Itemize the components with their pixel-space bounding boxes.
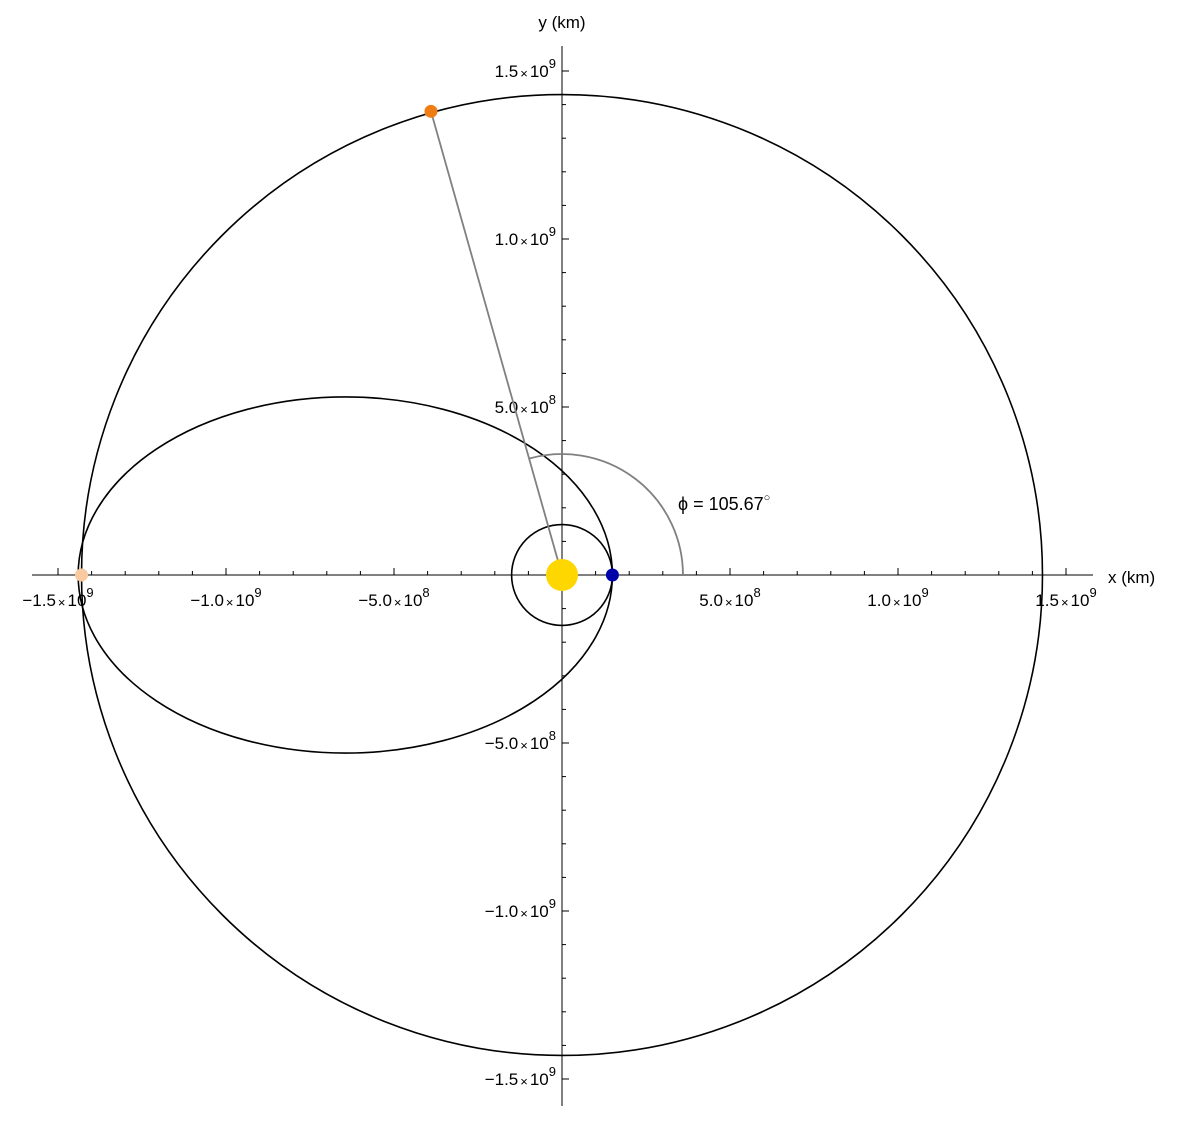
phase-angle-arc: [529, 453, 684, 576]
tick-times-sign: ×: [58, 595, 66, 610]
outer-planet: [424, 104, 438, 118]
tick-exponent: 8: [549, 392, 556, 407]
phase-radius-line: [430, 111, 563, 576]
tick-mantissa: 1.0: [867, 591, 891, 610]
tick-mantissa: −1.0: [190, 591, 224, 610]
tick-times-sign: ×: [725, 595, 733, 610]
phase-angle-label: ϕ = 105.67○: [678, 492, 770, 514]
tick-mantissa: 1.5: [1035, 591, 1059, 610]
tick-times-sign: ×: [520, 234, 528, 249]
tick-exponent: 8: [549, 728, 556, 743]
tick-times-sign: ×: [1061, 595, 1069, 610]
tick-exponent: 9: [86, 585, 93, 600]
tick-base: 10: [530, 398, 549, 417]
tick-mantissa: 5.0: [699, 591, 723, 610]
tick-exponent: 9: [1089, 585, 1096, 600]
tick-exponent: 9: [254, 585, 261, 600]
tick-mantissa: 1.5: [495, 62, 519, 81]
tick-base: 10: [68, 591, 87, 610]
phase-angle-degree-symbol: ○: [764, 492, 771, 504]
tick-base: 10: [530, 1070, 549, 1089]
tick-exponent: 9: [549, 1064, 556, 1079]
tick-mantissa: −1.5: [22, 591, 56, 610]
bodies-group: [75, 104, 619, 591]
tick-base: 10: [903, 591, 922, 610]
tick-mantissa: −5.0: [485, 734, 519, 753]
x-tick-label: 1.5×109: [1035, 585, 1096, 610]
tick-exponent: 8: [753, 585, 760, 600]
tick-base: 10: [530, 62, 549, 81]
tick-base: 10: [236, 591, 255, 610]
tick-times-sign: ×: [520, 1074, 528, 1089]
y-tick-label: 5.0×108: [495, 392, 556, 417]
tick-mantissa: −1.0: [485, 902, 519, 921]
tick-base: 10: [530, 902, 549, 921]
tick-exponent: 9: [549, 224, 556, 239]
y-tick-label: −5.0×108: [485, 728, 556, 753]
inner-planet: [605, 568, 619, 582]
x-tick-label: 1.0×109: [867, 585, 928, 610]
tick-exponent: 9: [549, 56, 556, 71]
tick-mantissa: −1.5: [485, 1070, 519, 1089]
x-tick-label: −1.0×109: [190, 585, 261, 610]
tick-times-sign: ×: [520, 906, 528, 921]
tick-base: 10: [530, 230, 549, 249]
sun: [546, 559, 578, 591]
tick-exponent: 9: [921, 585, 928, 600]
tick-base: 10: [404, 591, 423, 610]
tick-base: 10: [1071, 591, 1090, 610]
tick-base: 10: [530, 734, 549, 753]
phase-angle-text: ϕ = 105.67: [678, 494, 764, 514]
tick-times-sign: ×: [226, 595, 234, 610]
tick-exponent: 8: [422, 585, 429, 600]
tick-mantissa: −5.0: [358, 591, 392, 610]
outer-planet-arrival-faded: [75, 568, 89, 582]
y-tick-label: 1.0×109: [495, 224, 556, 249]
tick-times-sign: ×: [520, 402, 528, 417]
tick-mantissa: 1.0: [495, 230, 519, 249]
tick-times-sign: ×: [394, 595, 402, 610]
tick-times-sign: ×: [893, 595, 901, 610]
x-axis-label: x (km): [1108, 568, 1155, 587]
labels-group: y (km) x (km) ϕ = 105.67○: [538, 13, 1155, 587]
tick-times-sign: ×: [520, 66, 528, 81]
tick-mantissa: 5.0: [495, 398, 519, 417]
phase-angle-group: [430, 111, 684, 576]
x-tick-label: −5.0×108: [358, 585, 429, 610]
tick-times-sign: ×: [520, 738, 528, 753]
y-tick-label: −1.0×109: [485, 896, 556, 921]
tick-exponent: 9: [549, 896, 556, 911]
y-axis-label: y (km): [538, 13, 585, 32]
x-tick-label: 5.0×108: [699, 585, 760, 610]
tick-base: 10: [735, 591, 754, 610]
y-tick-label: 1.5×109: [495, 56, 556, 81]
y-tick-label: −1.5×109: [485, 1064, 556, 1089]
